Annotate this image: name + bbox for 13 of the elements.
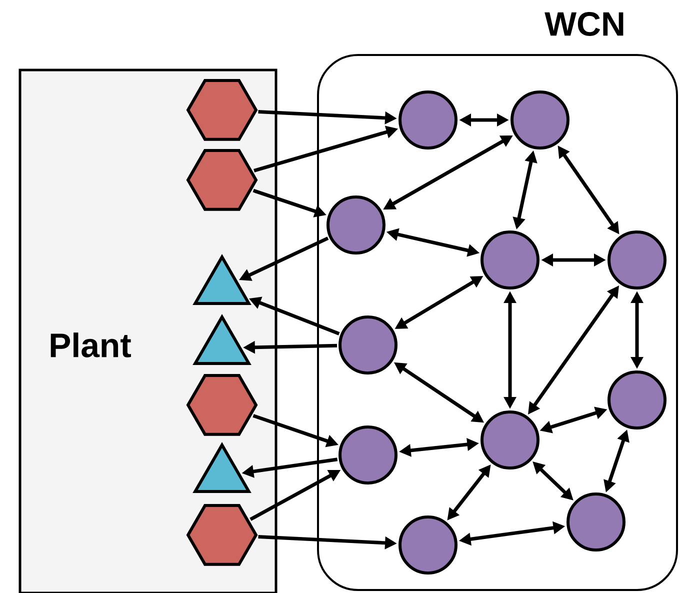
circle xyxy=(398,515,458,574)
circle xyxy=(338,425,398,484)
circle xyxy=(480,410,540,470)
circle xyxy=(398,90,458,150)
circle xyxy=(510,90,570,150)
circle xyxy=(480,230,540,290)
circle xyxy=(608,370,666,430)
node-label: WCN xyxy=(544,12,624,36)
circle xyxy=(608,230,666,290)
circle xyxy=(326,195,386,254)
circle xyxy=(566,492,626,552)
circle xyxy=(338,315,398,374)
network-box: WCN xyxy=(317,12,678,591)
